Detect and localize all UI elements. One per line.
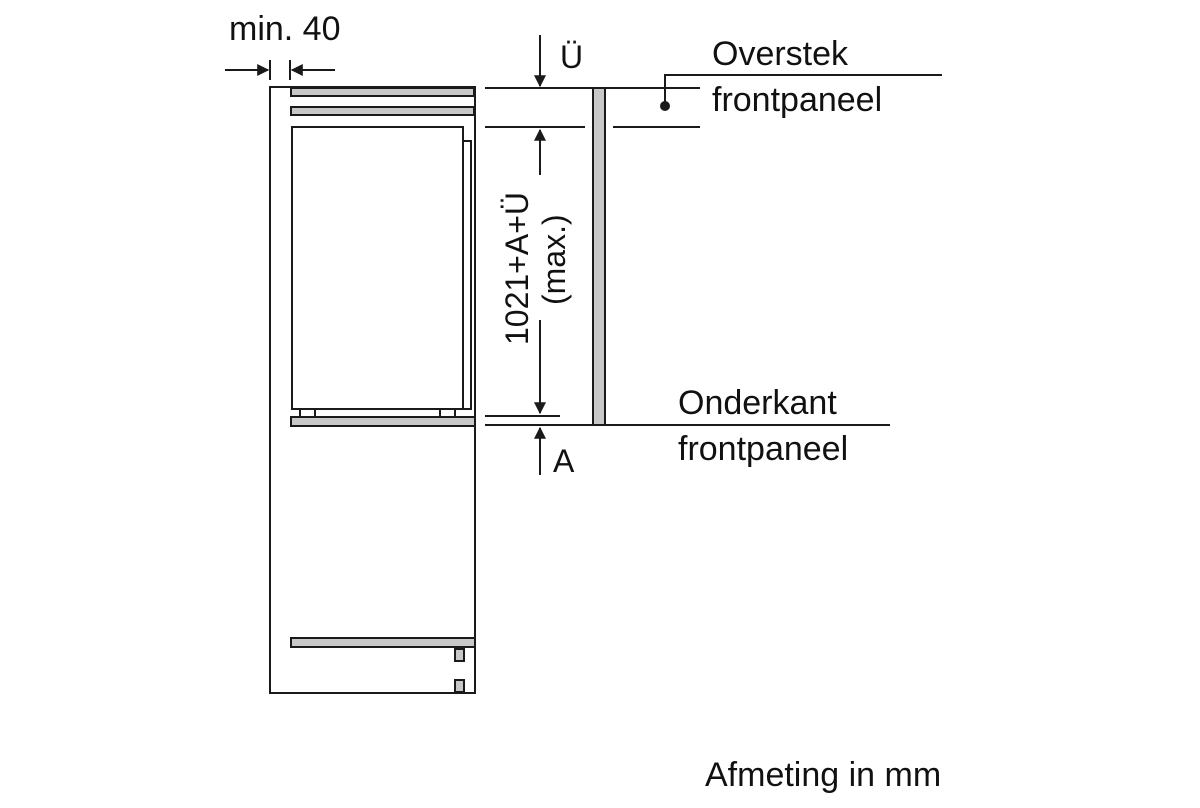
bottom-symbol: A <box>553 443 575 479</box>
cabinet-niche <box>269 86 476 694</box>
overhang-label-line1: Overstek <box>712 35 849 73</box>
lower-shelf <box>290 637 476 693</box>
overhang-leader <box>664 74 942 105</box>
height-formula: 1021+A+Ü <box>499 192 535 345</box>
front-panel <box>592 87 606 426</box>
units-note: Afmeting in mm <box>705 756 941 794</box>
min-gap-label: min. 40 <box>229 10 341 48</box>
bottom-label-line2: frontpaneel <box>678 430 848 468</box>
overhang-label-line2: frontpaneel <box>712 81 882 119</box>
min-gap-dimension <box>225 60 335 80</box>
height-formula-group: 1021+A+Ü <box>499 192 535 345</box>
middle-shelf <box>290 416 476 427</box>
height-qualifier-group: (max.) <box>536 214 572 305</box>
bottom-label-line1: Onderkant <box>678 384 837 422</box>
height-qualifier: (max.) <box>536 214 572 305</box>
appliance-body <box>291 126 472 417</box>
overhang-leader-dot <box>660 101 670 111</box>
overhang-symbol: Ü <box>560 39 583 75</box>
top-panels <box>290 87 475 116</box>
